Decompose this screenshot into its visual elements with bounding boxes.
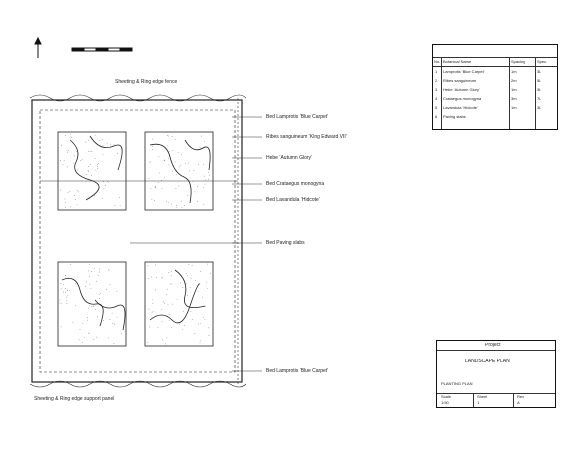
schedule-header-name: Botanical Name	[443, 59, 472, 64]
table-row: 1m	[511, 69, 517, 74]
top-fence-note: Sheeting & Ring edge fence	[115, 79, 178, 85]
table-row: 1	[435, 69, 438, 74]
scale-label: Scale	[441, 394, 452, 399]
table-row: 2	[435, 78, 438, 83]
scale-value: 1:50	[441, 400, 449, 405]
planting-bed-top-right	[144, 131, 214, 211]
plant-schedule-table: No. Botanical Name Spacing Spec. 1 Lampr…	[432, 44, 558, 130]
north-arrow-icon	[34, 36, 42, 58]
table-row: 5	[435, 105, 438, 110]
table-row: Lamprotis ‘Blue Carpet’	[443, 69, 485, 74]
title-block-title: LANDSCAPE PLAN	[465, 359, 510, 364]
table-row: 1m	[511, 87, 517, 92]
table-row: 4	[435, 96, 438, 101]
callout-label: Bed Paving slabs	[266, 240, 305, 246]
table-row: Crataegus monogyna	[443, 96, 482, 101]
callout-label: Hebe ‘Autumn Glory’	[266, 155, 313, 161]
bottom-support-note: Sheeting & Ring edge support panel	[34, 396, 115, 402]
schedule-header-no: No.	[434, 59, 441, 64]
callout-label: Bed Lavandula ‘Hidcote’	[266, 197, 320, 203]
table-row: 3L	[537, 105, 542, 110]
sheet-label: Sheet	[477, 394, 488, 399]
rev-label: Rev	[517, 394, 525, 399]
paving-path	[40, 98, 239, 386]
table-row: 7L	[537, 96, 542, 101]
planting-bed-bottom-right	[144, 261, 214, 347]
sheet-value: 1	[477, 400, 480, 405]
table-row: 1m	[511, 105, 517, 110]
rev-value: A	[517, 400, 520, 405]
callout-leaders	[232, 116, 262, 372]
table-row: 6	[435, 114, 438, 119]
schedule-header-spacing: Spacing	[511, 59, 526, 64]
table-row: 2m	[511, 78, 517, 83]
planting-bed-bottom-left	[57, 261, 127, 347]
table-row: Lavandula ‘Hidcote’	[443, 105, 478, 110]
callout-label: Bed Crataegus monogyna	[266, 181, 325, 187]
table-row: 3L	[537, 87, 542, 92]
stipple-texture	[59, 133, 211, 345]
table-row: Hebe ‘Autumn Glory’	[443, 87, 480, 92]
table-row: 5L	[537, 78, 542, 83]
scale-bar	[71, 47, 133, 52]
callout-label: Ribes sanguineum ‘King Edward VII’	[266, 134, 347, 140]
table-row: Ribes sanguineum	[443, 78, 477, 83]
title-block-heading: Project	[485, 343, 501, 348]
site-boundary	[29, 94, 247, 388]
title-block-subtitle: PLANTING PLAN	[441, 381, 473, 386]
schedule-header-spec: Spec.	[537, 59, 548, 64]
callout-label: Bed Lamprotis ‘Blue Carpet’	[266, 114, 329, 120]
table-row: 3L	[537, 69, 542, 74]
planting-bed-top-left	[57, 131, 127, 211]
table-row: 3m	[511, 96, 517, 101]
callout-label: Bed Lamprotis ‘Blue Carpet’	[266, 368, 329, 374]
table-row: 3	[435, 87, 438, 92]
title-block: Project LANDSCAPE PLAN PLANTING PLAN Sca…	[436, 340, 556, 408]
table-row: Paving slabs	[443, 114, 466, 119]
